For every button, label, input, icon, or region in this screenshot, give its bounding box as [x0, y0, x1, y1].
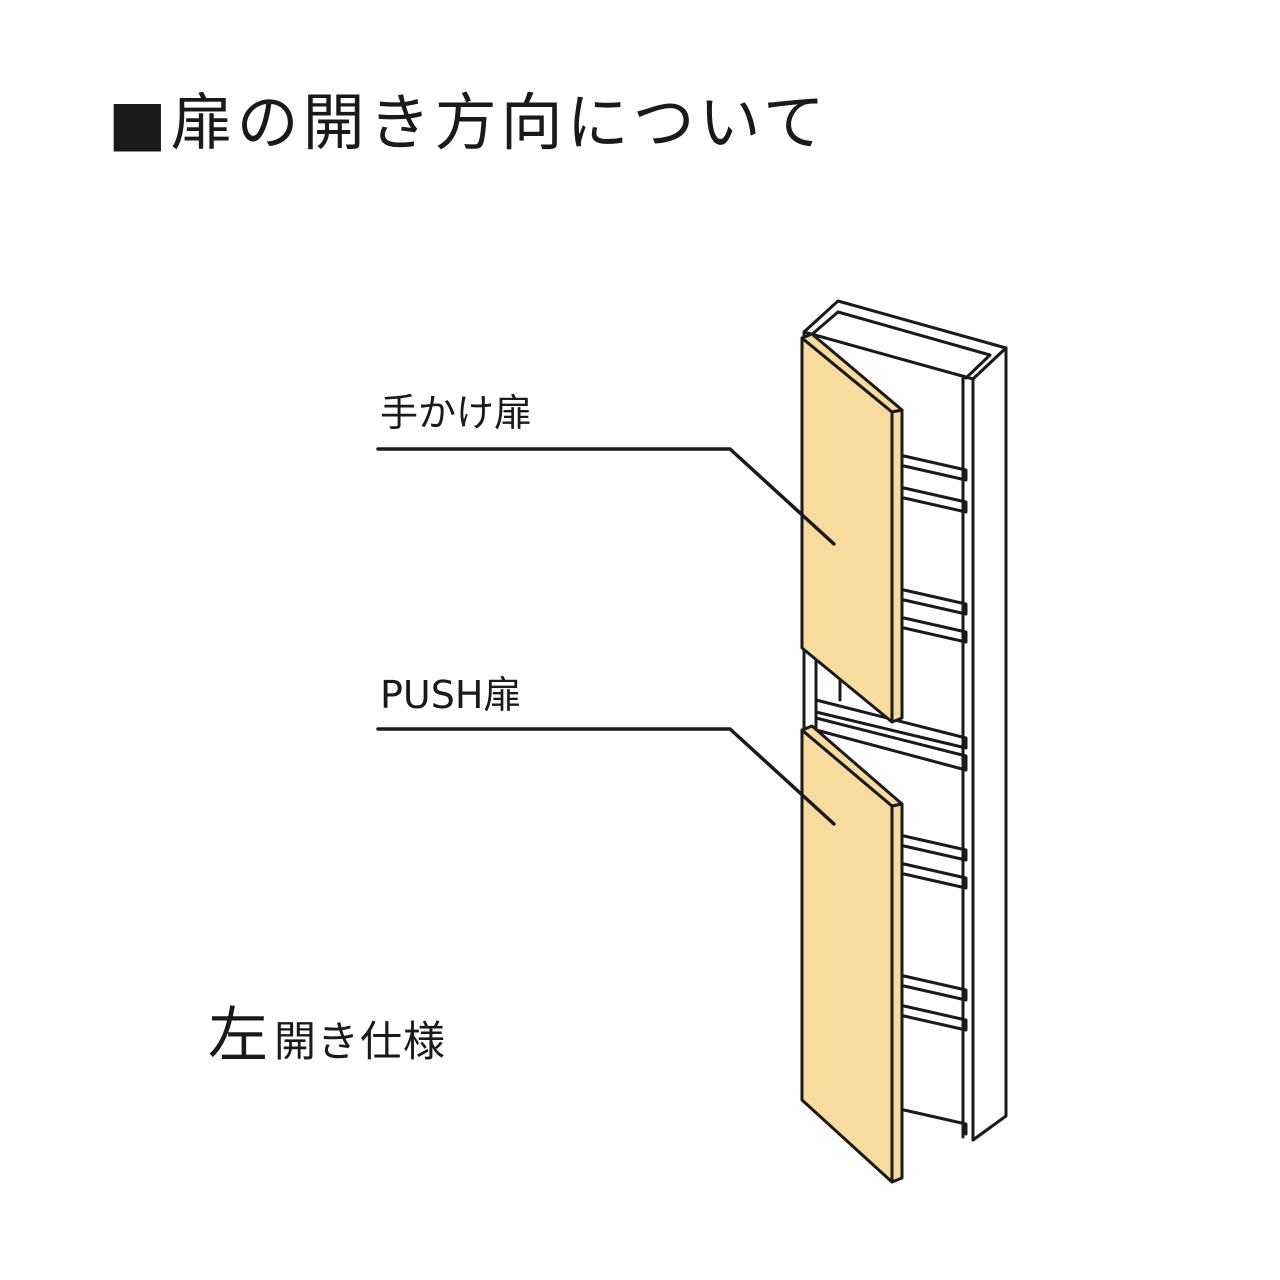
opening-direction: 左	[208, 1001, 268, 1071]
leader-line-top-door	[376, 447, 836, 546]
bottom-door	[800, 724, 904, 1184]
page-title: ■扉の開き方向について	[108, 86, 829, 159]
label-push-door: PUSH扉	[380, 673, 522, 717]
top-door	[800, 332, 904, 724]
label-top-door: 手かけ扉	[380, 391, 533, 435]
leader-line-push-door	[376, 727, 836, 826]
shelves	[814, 454, 968, 1136]
opening-spec-suffix: 開き仕様	[274, 1017, 447, 1066]
opening-spec: 左開き仕様	[208, 1006, 446, 1066]
